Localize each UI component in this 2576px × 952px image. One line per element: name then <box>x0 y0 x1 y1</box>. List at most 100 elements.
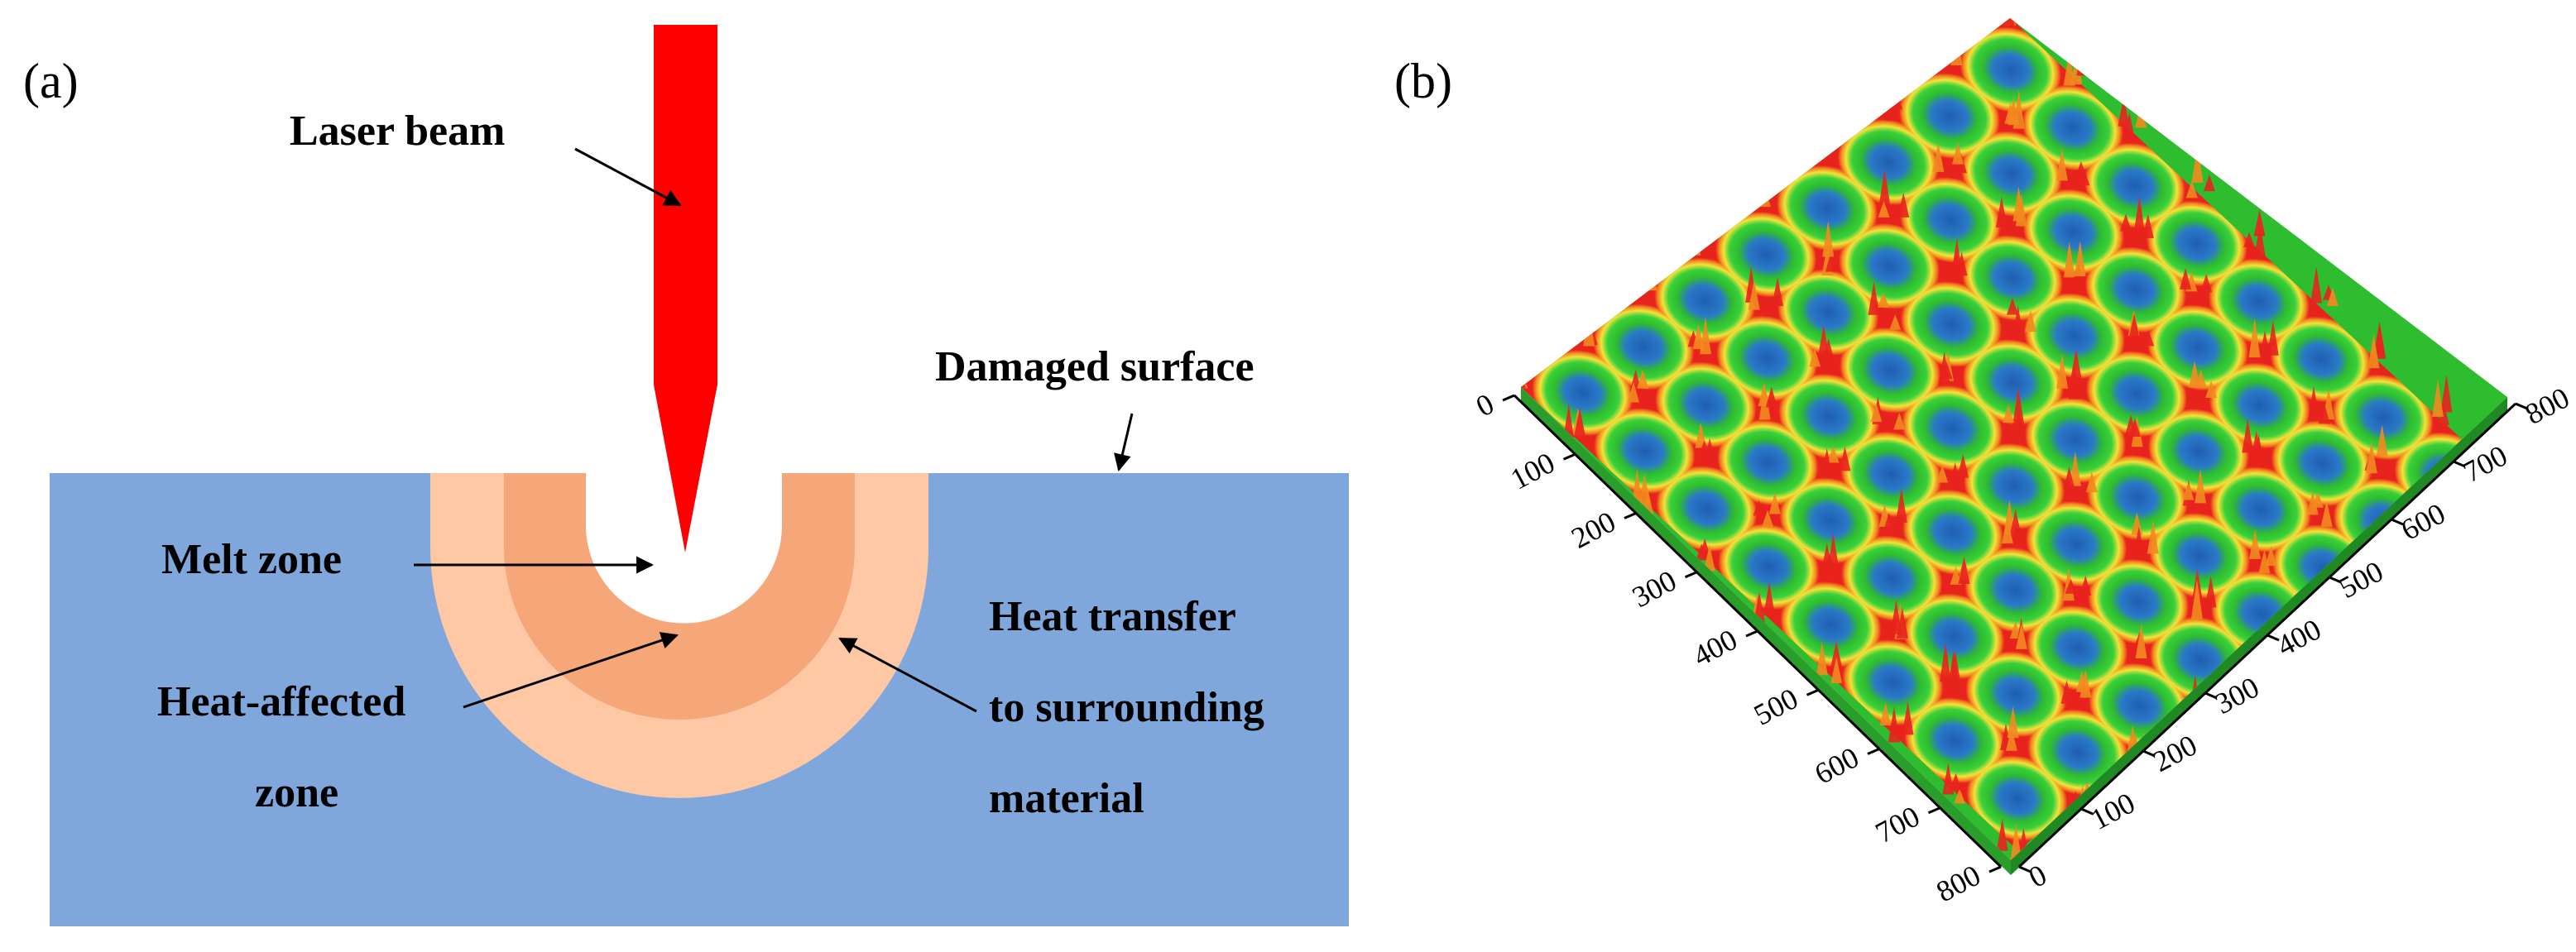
surface-peak <box>1893 412 1906 430</box>
surface-peak <box>1521 370 1528 389</box>
surface-peak <box>1938 41 1950 60</box>
panel-b-label: (b) <box>1394 54 1452 108</box>
damaged-surface-label: Damaged surface <box>935 343 1254 390</box>
surface-peak <box>1695 423 1707 448</box>
surface-peak <box>2003 404 2015 423</box>
surface-peak <box>1749 169 1762 198</box>
surface-peak <box>1809 348 1821 367</box>
surface-peak <box>1758 183 1771 213</box>
surface-peak <box>2326 287 2339 307</box>
right-axis-tick-label: 800 <box>2520 380 2574 431</box>
surface-peak <box>1897 192 1910 218</box>
surface-peak <box>1627 381 1639 403</box>
surface-peak <box>2002 0 2013 5</box>
surface-peak <box>2133 195 2146 235</box>
surface-peak <box>1896 607 1908 639</box>
surface-peak <box>1758 382 1770 407</box>
right-axis-tick <box>2391 518 2404 526</box>
laser-beam-arrow <box>574 147 682 207</box>
left-axis-tick-label: 400 <box>1687 623 1742 673</box>
surface-peak <box>1521 362 1527 385</box>
surface-peak <box>1521 371 1526 389</box>
left-axis-tick-label: 600 <box>1809 740 1864 791</box>
surface-peak <box>1950 773 1962 791</box>
melt-zone-label: Melt zone <box>161 536 342 583</box>
left-axis-tick-label: 200 <box>1566 505 1620 555</box>
surface-peak <box>2012 409 2025 439</box>
laser-beam-label: Laser beam <box>290 108 505 155</box>
surface-peak <box>1703 544 1715 572</box>
surface-peak <box>1996 818 2008 851</box>
surface-peak <box>2065 578 2077 594</box>
surface-peak <box>1958 556 1970 585</box>
surface-peak <box>1811 119 1823 152</box>
surface-peak <box>2447 481 2459 519</box>
surface-peak <box>1947 650 1960 687</box>
surface-peak <box>2310 266 2323 304</box>
left-axis-tick <box>1988 865 2002 873</box>
surface-peak <box>2324 608 2336 629</box>
heat-transfer-label-line3: material <box>989 775 1144 822</box>
surface-peak <box>2056 148 2068 181</box>
surface-peak <box>2195 469 2207 504</box>
left-axis-tick <box>1745 629 1758 638</box>
surface-peak <box>1895 488 1907 523</box>
surface-peak <box>2203 175 2215 192</box>
surface-peak <box>1954 788 1966 804</box>
surface-peak <box>2001 518 2013 544</box>
surface-peak <box>2373 321 2386 356</box>
surface-peak <box>1935 45 1947 65</box>
surface-peak <box>1637 261 1649 285</box>
surface-peak <box>2075 161 2087 177</box>
surface-peak <box>1637 369 1649 389</box>
left-axis-tick <box>1562 452 1576 461</box>
panel-a-label: (a) <box>23 54 79 108</box>
right-axis-tick <box>2267 634 2280 642</box>
surface-peak <box>1879 702 1892 726</box>
surface-peak <box>2200 274 2213 293</box>
right-axis-tick <box>2080 807 2094 816</box>
surface-peak <box>2012 304 2024 338</box>
surface-peak <box>2306 490 2319 515</box>
left-axis-tick-label: 300 <box>1627 563 1681 614</box>
surface-peak <box>1583 310 1595 347</box>
surface-peak <box>2080 575 2092 596</box>
surface-peak <box>1888 706 1900 743</box>
surface-peak <box>1957 453 1969 478</box>
right-axis-tick-label: 0 <box>2023 858 2052 894</box>
surface-peak <box>1942 762 1955 795</box>
surface-peak <box>2180 268 2192 289</box>
surface-peak <box>2205 380 2218 399</box>
surface-peak <box>1995 196 2008 227</box>
surface-peak <box>1806 139 1819 157</box>
surface-peak <box>2365 441 2377 474</box>
surface-peak <box>1817 141 1830 160</box>
surface-peak <box>2056 353 2069 389</box>
surface-peak <box>2120 213 2132 232</box>
surface-peak <box>1692 324 1705 350</box>
surface-front-edge <box>1521 387 2011 875</box>
surface-peak <box>1870 403 1883 423</box>
surface-peak <box>2069 451 2081 486</box>
surface-peak <box>1830 657 1843 684</box>
surface-peak <box>1889 314 1902 330</box>
left-axis-tick <box>1684 571 1698 579</box>
surface-peak <box>2118 97 2130 127</box>
surface-peak <box>2250 430 2262 462</box>
laser-beam <box>654 25 717 553</box>
surface-peak <box>2063 242 2075 278</box>
surface-peak <box>1827 445 1840 463</box>
surface-peak <box>1632 266 1644 291</box>
right-axis-tick <box>2018 865 2032 873</box>
heat-affected-label-line1: Heat-affected <box>157 678 405 725</box>
surface-peak <box>1689 228 1701 256</box>
surface-peak <box>2445 485 2458 519</box>
surface-peak <box>2012 387 2025 425</box>
surface-peak <box>2131 512 2143 535</box>
surface-peak <box>1825 251 1837 272</box>
surface-peak <box>2267 320 2279 356</box>
surface-peak <box>1951 141 1964 165</box>
surface-peak <box>1868 281 1880 315</box>
surface-peak <box>1878 200 1890 218</box>
surface-peak <box>1880 74 1892 109</box>
